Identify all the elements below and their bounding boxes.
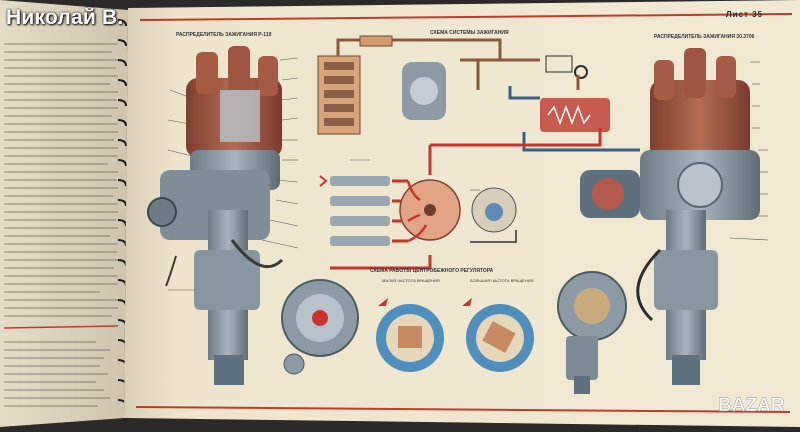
ignition-system-title: Схема системы зажигания xyxy=(430,30,509,36)
page-number: Лист 35 xyxy=(726,10,764,19)
left-distributor-title: Распределитель зажигания Р-119 xyxy=(176,32,272,38)
right-distributor-illustration xyxy=(580,48,769,385)
seller-watermark: Николай В. xyxy=(6,6,124,29)
svg-text:BAZAR: BAZAR xyxy=(718,395,785,416)
high-speed-label: Большая частота вращения xyxy=(470,278,534,283)
left-page-text-lines xyxy=(3,43,119,407)
low-speed-label: Малая частота вращения xyxy=(382,278,440,283)
centrifugal-regulator-title: Схема работы центробежного регулятора xyxy=(370,268,494,274)
ignition-system-schematic xyxy=(317,35,640,270)
bazar-logo: BAZAR xyxy=(718,395,785,416)
right-distributor-title: Распределитель зажигания 30.3706 xyxy=(654,34,755,40)
bottom-detail-illustrations xyxy=(281,271,627,394)
left-distributor-illustration xyxy=(147,46,299,385)
